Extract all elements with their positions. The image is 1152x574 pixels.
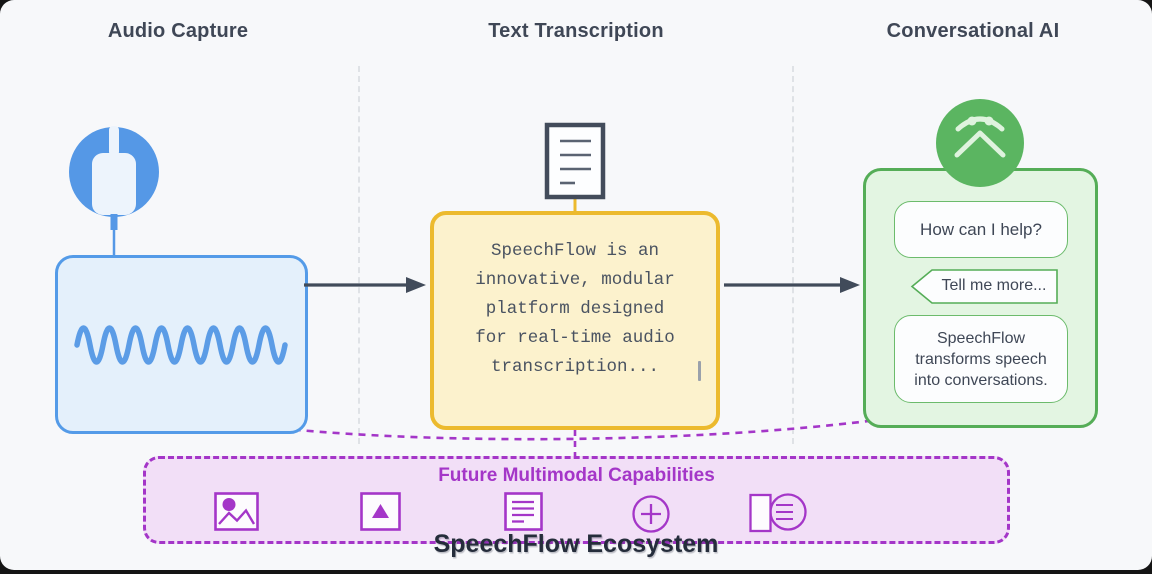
video-icon [360, 492, 401, 531]
chat-bubble: How can I help? [894, 201, 1068, 258]
audio-waveform-box [55, 255, 308, 434]
audio-icon [749, 493, 807, 533]
pointed-bubble-shape [910, 269, 1058, 304]
chat-bubble: SpeechFlow transforms speech into conver… [894, 315, 1068, 403]
flow-arrow [304, 277, 426, 293]
transcription-textbox[interactable]: SpeechFlow is an innovative, modular pla… [430, 211, 720, 430]
column-header-audio-capture: Audio Capture [107, 20, 249, 42]
column-divider [358, 66, 360, 444]
future-capabilities-title: Future Multimodal Capabilities [438, 465, 715, 486]
waveform-icon [73, 324, 288, 365]
column-header-text-transcription: Text Transcription [488, 20, 664, 42]
flow-arrow [724, 277, 860, 293]
ecosystem-title: SpeechFlow Ecosystem [433, 530, 719, 558]
text-cursor [698, 361, 701, 381]
document-icon [504, 492, 543, 531]
transcription-text: SpeechFlow is an innovative, modular pla… [475, 241, 675, 377]
microphone-plug-icon [69, 126, 159, 257]
chat-panel: How can I help? Tell me more... SpeechFl… [863, 168, 1098, 428]
future-capabilities-container: Future Multimodal Capabilities [143, 456, 1010, 544]
transcript-document-icon [544, 122, 606, 215]
column-header-conversational-ai: Conversational AI [886, 20, 1060, 42]
image-icon [214, 492, 259, 531]
assistant-face-icon [936, 99, 1024, 187]
chat-bubble-pointed: Tell me more... [910, 269, 1060, 305]
column-divider [792, 66, 794, 444]
add-icon [632, 495, 670, 533]
